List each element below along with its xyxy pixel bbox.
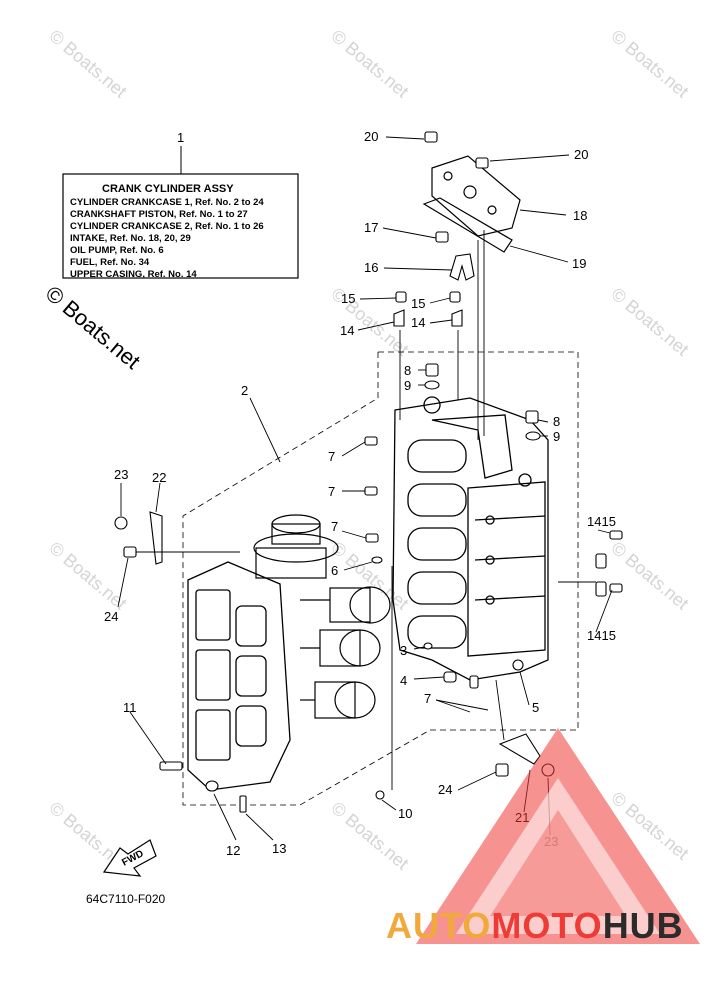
note-title: CRANK CYLINDER ASSY (102, 183, 234, 195)
watermark: © Boats.net (327, 26, 412, 102)
callout-label: 24 (438, 782, 452, 797)
callout-label: 15 (341, 291, 355, 306)
callout-label: 22 (152, 470, 166, 485)
callout-label: 11 (123, 700, 137, 715)
callout-label: 1 (177, 130, 184, 145)
cylinder-block (392, 396, 549, 681)
callout-label: 12 (226, 843, 240, 858)
brand-logo (416, 728, 700, 944)
callout-label: 23 (114, 467, 128, 482)
fwd-arrow-icon: FWD (102, 839, 157, 877)
callout-label: 9 (404, 378, 411, 393)
diagram-code: 64C7110-F020 (86, 892, 165, 906)
note-line: UPPER CASING, Ref. No. 14 (70, 269, 197, 280)
note-line: CYLINDER CRANKCASE 2, Ref. No. 1 to 26 (70, 221, 264, 232)
callout-label: 20 (364, 129, 378, 144)
callout-label: 16 (364, 260, 378, 275)
watermark: © Boats.net (45, 26, 130, 102)
callout-label: 14 (411, 315, 425, 330)
brand-wordmark: AUTOMOTOHUB (386, 905, 684, 946)
callout-label: 15 (411, 296, 425, 311)
callout-label: 7 (328, 449, 335, 464)
note-line: CRANKSHAFT PISTON, Ref. No. 1 to 27 (70, 209, 248, 220)
callout-label: 1415 (587, 514, 616, 529)
callout-label: 3 (400, 643, 407, 658)
watermark: © Boats.net (607, 284, 692, 360)
assembly-note: 1 CRANK CYLINDER ASSY CYLINDER CRANKCASE… (62, 130, 299, 280)
cover-plate (422, 155, 521, 253)
callout-label: 4 (400, 673, 407, 688)
watermark-layer: © Boats.net © Boats.net © Boats.net © Bo… (45, 26, 692, 874)
callout-label: 9 (553, 429, 560, 444)
assembly-outline (182, 351, 579, 806)
crankshaft-pistons (253, 514, 391, 719)
callout-label: 7 (424, 691, 431, 706)
callout-label: 24 (104, 609, 118, 624)
watermark: © Boats.net (45, 538, 130, 614)
callout-label: 7 (331, 519, 338, 534)
callout-label: 5 (532, 700, 539, 715)
watermark: © Boats.net (607, 538, 692, 614)
callout-label: 20 (574, 147, 588, 162)
callout-label: 17 (364, 220, 378, 235)
leader-lines (117, 136, 613, 841)
note-line: CYLINDER CRANKCASE 1, Ref. No. 2 to 24 (70, 197, 264, 208)
callout-label: 6 (331, 563, 338, 578)
callout-label: 8 (553, 414, 560, 429)
callout-label: 1415 (587, 628, 616, 643)
callout-label: 10 (398, 806, 412, 821)
crankcase (187, 561, 291, 791)
callout-label: 8 (404, 363, 411, 378)
note-line: INTAKE, Ref. No. 18, 20, 29 (70, 233, 191, 244)
callout-label: 13 (272, 841, 286, 856)
note-box-frame (62, 173, 299, 279)
watermark: © Boats.net (607, 26, 692, 102)
callout-label: 7 (328, 484, 335, 499)
callout-label: 2 (241, 383, 248, 398)
brand-part-hub: HUB (603, 905, 684, 946)
note-line: OIL PUMP, Ref. No. 6 (70, 245, 164, 256)
note-line: FUEL, Ref. No. 34 (70, 257, 150, 268)
callout-label: 14 (340, 323, 354, 338)
callout-label: 19 (572, 256, 586, 271)
callout-label: 18 (573, 208, 587, 223)
copyright-text: © Boats.net (41, 281, 145, 374)
brand-part-moto: MOTO (491, 905, 602, 946)
brand-part-auto: AUTO (386, 905, 491, 946)
